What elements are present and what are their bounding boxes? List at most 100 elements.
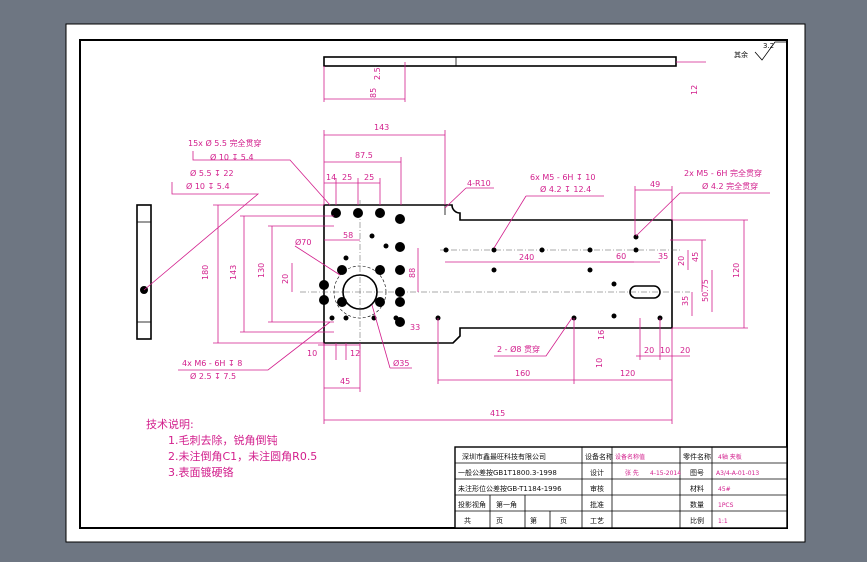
callout-1: 15x Ø 5.5 完全贯穿 — [188, 138, 262, 148]
svg-text:14: 14 — [326, 173, 336, 182]
main-plate — [300, 200, 690, 350]
svg-text:第: 第 — [530, 516, 537, 525]
svg-text:16: 16 — [597, 330, 606, 340]
note-3: 3.表面镀硬铬 — [168, 465, 234, 479]
svg-text:88: 88 — [408, 268, 417, 278]
svg-text:批准: 批准 — [590, 500, 604, 509]
svg-text:12: 12 — [690, 85, 699, 95]
svg-text:1PCS: 1PCS — [718, 502, 734, 509]
callout-4: Ø 10 ↧ 5.4 — [186, 181, 230, 191]
small-hole — [587, 267, 593, 273]
svg-text:45: 45 — [691, 252, 700, 262]
svg-text:图号: 图号 — [690, 469, 704, 477]
svg-text:A3/4-A-01-013: A3/4-A-01-013 — [716, 470, 759, 477]
svg-text:数量: 数量 — [690, 500, 704, 509]
svg-text:材料: 材料 — [690, 484, 704, 493]
svg-text:130: 130 — [257, 263, 266, 278]
svg-text:180: 180 — [201, 265, 210, 280]
svg-text:143: 143 — [374, 123, 389, 132]
counterbore-hole — [337, 265, 347, 275]
technical-notes: 技术说明: 1.毛刺去除，锐角倒钝 2.未注倒角C1，未注圆角R0.5 3.表面… — [146, 417, 317, 479]
small-hole — [633, 247, 639, 253]
counterbore-hole — [331, 208, 341, 218]
svg-text:审核: 审核 — [590, 484, 604, 493]
svg-text:Ø35: Ø35 — [393, 358, 409, 368]
small-hole — [443, 247, 449, 253]
small-hole — [343, 255, 349, 261]
notes-title: 技术说明: — [146, 417, 194, 431]
small-hole — [383, 243, 389, 249]
small-hole — [343, 315, 349, 321]
callout-2: Ø 10 ↧ 5.4 — [210, 152, 254, 162]
callout-11: 2 - Ø8 贯穿 — [497, 344, 540, 354]
counterbore-hole — [375, 208, 385, 218]
callout-6: Ø 4.2 ↧ 12.4 — [540, 184, 591, 194]
counterbore-hole — [319, 295, 329, 305]
svg-text:比例: 比例 — [690, 516, 704, 525]
svg-text:张 先: 张 先 — [625, 469, 639, 477]
svg-text:4轴 夹板: 4轴 夹板 — [718, 453, 742, 461]
counterbore-hole — [395, 297, 405, 307]
svg-text:4-R10: 4-R10 — [467, 179, 491, 188]
svg-text:10: 10 — [307, 349, 317, 358]
callout-3: Ø 5.5 ↧ 22 — [190, 168, 234, 178]
svg-text:60: 60 — [616, 252, 626, 261]
counterbore-hole — [395, 214, 405, 224]
svg-text:一般公差按GB1T1800.3-1998: 一般公差按GB1T1800.3-1998 — [458, 468, 557, 477]
svg-text:设备名称值: 设备名称值 — [615, 453, 645, 461]
svg-text:页: 页 — [496, 517, 503, 525]
dimension-lines: 143 87.5 14 25 25 4-R10 49 Ø70 58 180 — [201, 123, 748, 424]
svg-text:25: 25 — [342, 173, 352, 182]
svg-text:Ø70: Ø70 — [295, 237, 311, 247]
svg-text:零件名称: 零件名称 — [683, 452, 711, 461]
svg-text:415: 415 — [490, 409, 505, 418]
svg-text:页: 页 — [560, 517, 567, 525]
svg-text:未注形位公差按GB-T1184-1996: 未注形位公差按GB-T1184-1996 — [458, 484, 562, 493]
svg-text:35: 35 — [658, 252, 668, 261]
small-hole — [369, 233, 375, 239]
svg-text:设计: 设计 — [590, 468, 604, 477]
small-hole — [611, 281, 617, 287]
svg-text:50.75: 50.75 — [701, 279, 710, 302]
svg-text:120: 120 — [620, 369, 635, 378]
svg-text:12: 12 — [350, 349, 360, 358]
counterbore-hole — [395, 265, 405, 275]
top-view: 2.5 85 12 — [323, 56, 706, 102]
counterbore-hole — [319, 280, 329, 290]
small-hole — [491, 247, 497, 253]
holes-group — [319, 208, 663, 327]
inner-frame — [79, 39, 788, 529]
small-hole — [633, 234, 639, 240]
small-hole — [329, 315, 335, 321]
title-block: 深圳市鑫最旺科技有限公司 一般公差按GB1T1800.3-1998 未注形位公差… — [454, 446, 788, 529]
svg-text:工艺: 工艺 — [590, 517, 604, 525]
svg-text:143: 143 — [229, 265, 238, 280]
svg-text:87.5: 87.5 — [355, 151, 373, 160]
counterbore-hole — [395, 242, 405, 252]
svg-text:58: 58 — [343, 231, 353, 240]
svg-text:4-15-2014: 4-15-2014 — [650, 470, 681, 477]
small-hole — [587, 247, 593, 253]
counterbore-hole — [375, 265, 385, 275]
svg-text:20: 20 — [281, 274, 290, 284]
svg-text:2.5: 2.5 — [373, 67, 382, 80]
callout-8: Ø 4.2 完全贯穿 — [702, 181, 758, 191]
svg-text:160: 160 — [515, 369, 530, 378]
note-1: 1.毛刺去除，锐角倒钝 — [168, 433, 278, 447]
svg-text:35: 35 — [681, 296, 690, 306]
svg-text:49: 49 — [650, 180, 660, 189]
svg-text:25: 25 — [364, 173, 374, 182]
svg-text:设备名称: 设备名称 — [585, 452, 613, 461]
svg-text:1:1: 1:1 — [718, 518, 728, 525]
svg-text:20: 20 — [680, 346, 690, 355]
counterbore-hole — [353, 208, 363, 218]
note-2: 2.未注倒角C1，未注圆角R0.5 — [168, 449, 317, 463]
small-hole — [393, 315, 399, 321]
svg-text:3.2: 3.2 — [763, 42, 774, 50]
svg-text:第一角: 第一角 — [496, 500, 517, 509]
svg-text:10: 10 — [595, 358, 604, 368]
callout-7: 2x M5 - 6H 完全贯穿 — [684, 168, 762, 178]
small-hole — [539, 247, 545, 253]
